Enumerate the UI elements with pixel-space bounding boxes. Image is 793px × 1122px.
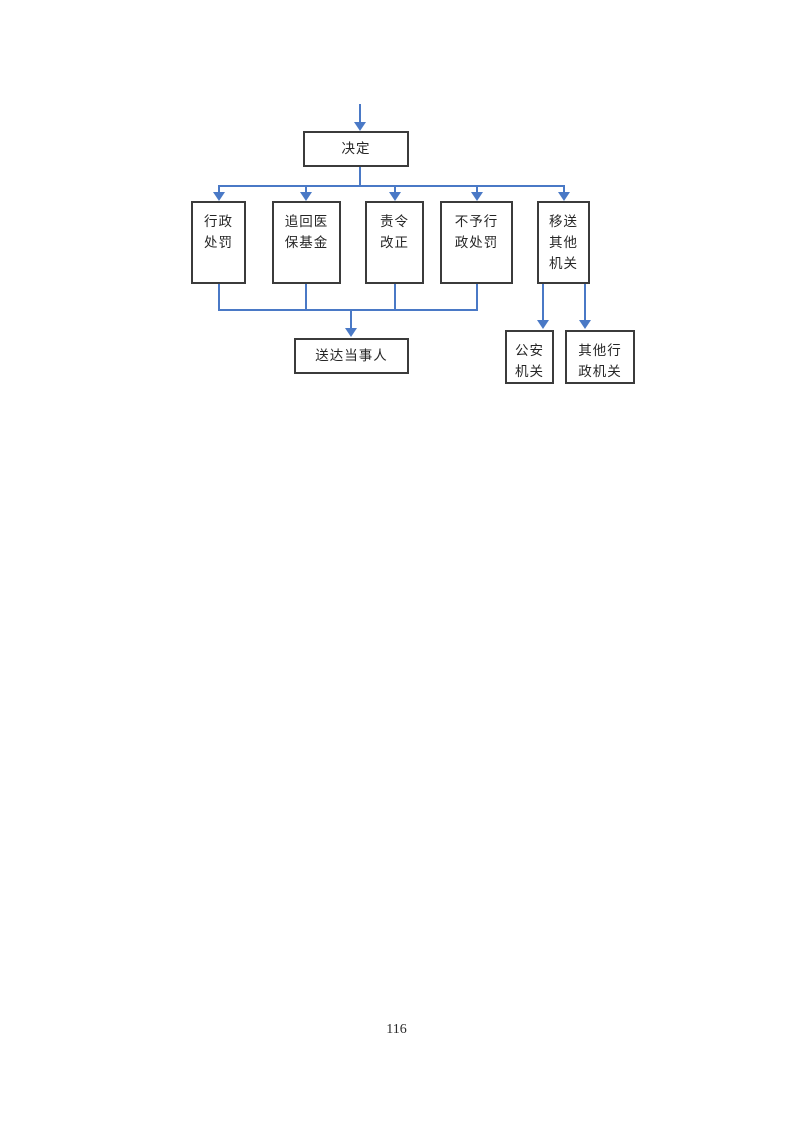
connector-merge-to-deliver	[350, 309, 352, 330]
node-transfer-to-other-authority: 移送 其他 机关	[537, 201, 590, 284]
connector-nopenalty-to-merge	[476, 284, 478, 311]
connector-transfer-to-police	[542, 284, 544, 322]
arrowhead-bus-to-penalty	[213, 192, 225, 201]
connector-bus-to-recover	[305, 185, 307, 194]
arrowhead-merge-to-deliver	[345, 328, 357, 337]
arrowhead-transfer-to-police	[537, 320, 549, 329]
node-serve-the-party: 送达当事人	[294, 338, 409, 374]
arrowhead-entry-to-decision	[354, 122, 366, 131]
arrowhead-bus-to-transfer	[558, 192, 570, 201]
node-decision: 决定	[303, 131, 409, 167]
node-order-correction: 责令 改正	[365, 201, 424, 284]
connector-bus-to-penalty	[218, 185, 220, 194]
node-no-administrative-penalty: 不予行 政处罚	[440, 201, 513, 284]
arrowhead-bus-to-nopenalty	[471, 192, 483, 201]
arrowhead-bus-to-correct	[389, 192, 401, 201]
node-administrative-penalty: 行政 处罚	[191, 201, 246, 284]
node-recover-medical-insurance-fund: 追回医 保基金	[272, 201, 341, 284]
connector-entry-to-decision	[359, 104, 361, 124]
connector-correct-to-merge	[394, 284, 396, 311]
arrowhead-transfer-to-otheradmin	[579, 320, 591, 329]
connector-penalty-to-merge	[218, 284, 220, 311]
connector-merge-bus	[218, 309, 478, 311]
connector-bus-to-nopenalty	[476, 185, 478, 194]
connector-decision-stem	[359, 167, 361, 186]
page-number: 116	[386, 1022, 407, 1037]
connector-bus-to-transfer	[563, 185, 565, 194]
connector-distribution-bus	[218, 185, 565, 187]
node-public-security-authority: 公安 机关	[505, 330, 554, 384]
connector-bus-to-correct	[394, 185, 396, 194]
connector-recover-to-merge	[305, 284, 307, 311]
node-other-administrative-authority: 其他行 政机关	[565, 330, 635, 384]
arrowhead-bus-to-recover	[300, 192, 312, 201]
connector-transfer-to-otheradmin	[584, 284, 586, 322]
